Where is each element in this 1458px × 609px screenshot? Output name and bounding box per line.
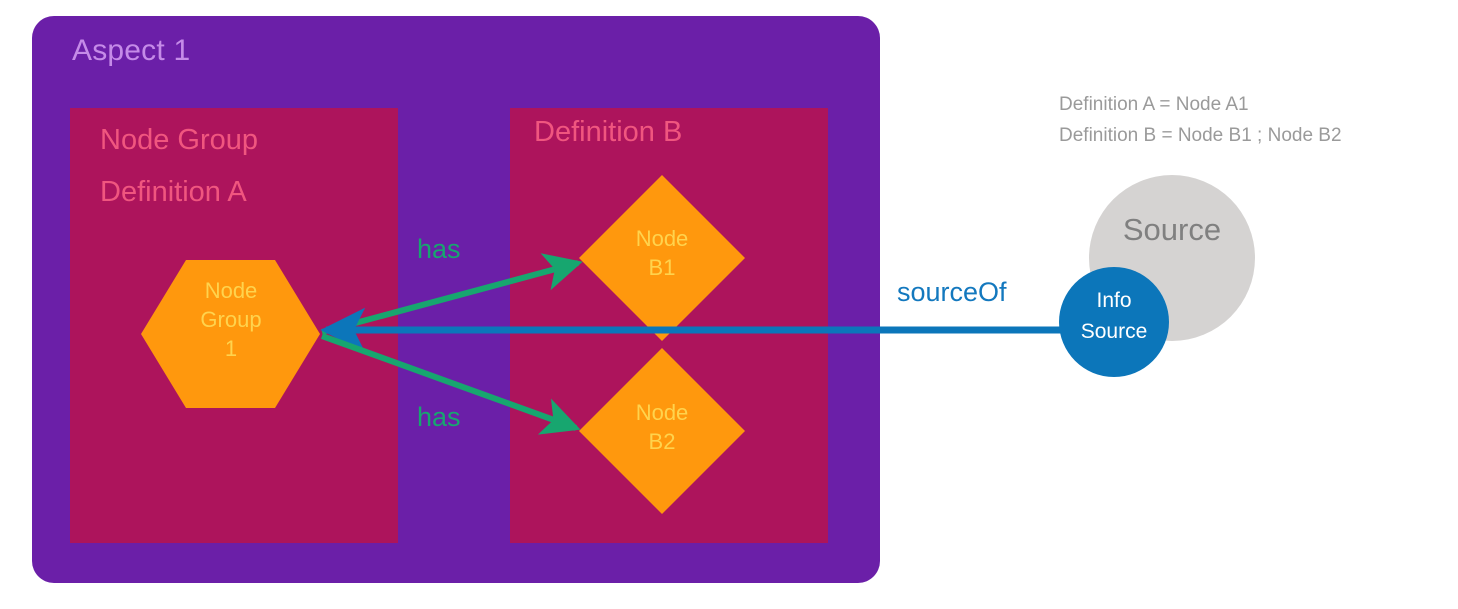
node-group-definition-a-title-line2: Definition A [100, 176, 247, 208]
legend-line-definition-a: Definition A = Node A1 [1059, 94, 1249, 115]
aspect-title: Aspect 1 [72, 34, 191, 67]
edge-has-b2-label: has [417, 402, 461, 432]
legend: Definition A = Node A1 Definition B = No… [1059, 89, 1342, 151]
node-b1-diamond[interactable] [579, 175, 745, 341]
node-group-definition-a-title-line1: Node Group [100, 124, 258, 156]
edge-has-b1-label: has [417, 234, 461, 264]
edge-has-b1-line [321, 253, 583, 335]
info-source-circle[interactable] [1059, 267, 1169, 377]
definition-b-title: Definition B [534, 116, 683, 148]
info-source-circle-label: Info Source [1080, 289, 1148, 343]
edge-source-of-label: sourceOf [897, 277, 1007, 307]
legend-line-definition-b: Definition B = Node B1 ; Node B2 [1059, 125, 1342, 146]
edge-has-b2-line [320, 333, 581, 435]
node-group-1-hexagon[interactable] [141, 260, 320, 408]
node-b2-diamond[interactable] [579, 348, 745, 514]
source-circle-label: Source [1122, 212, 1222, 247]
